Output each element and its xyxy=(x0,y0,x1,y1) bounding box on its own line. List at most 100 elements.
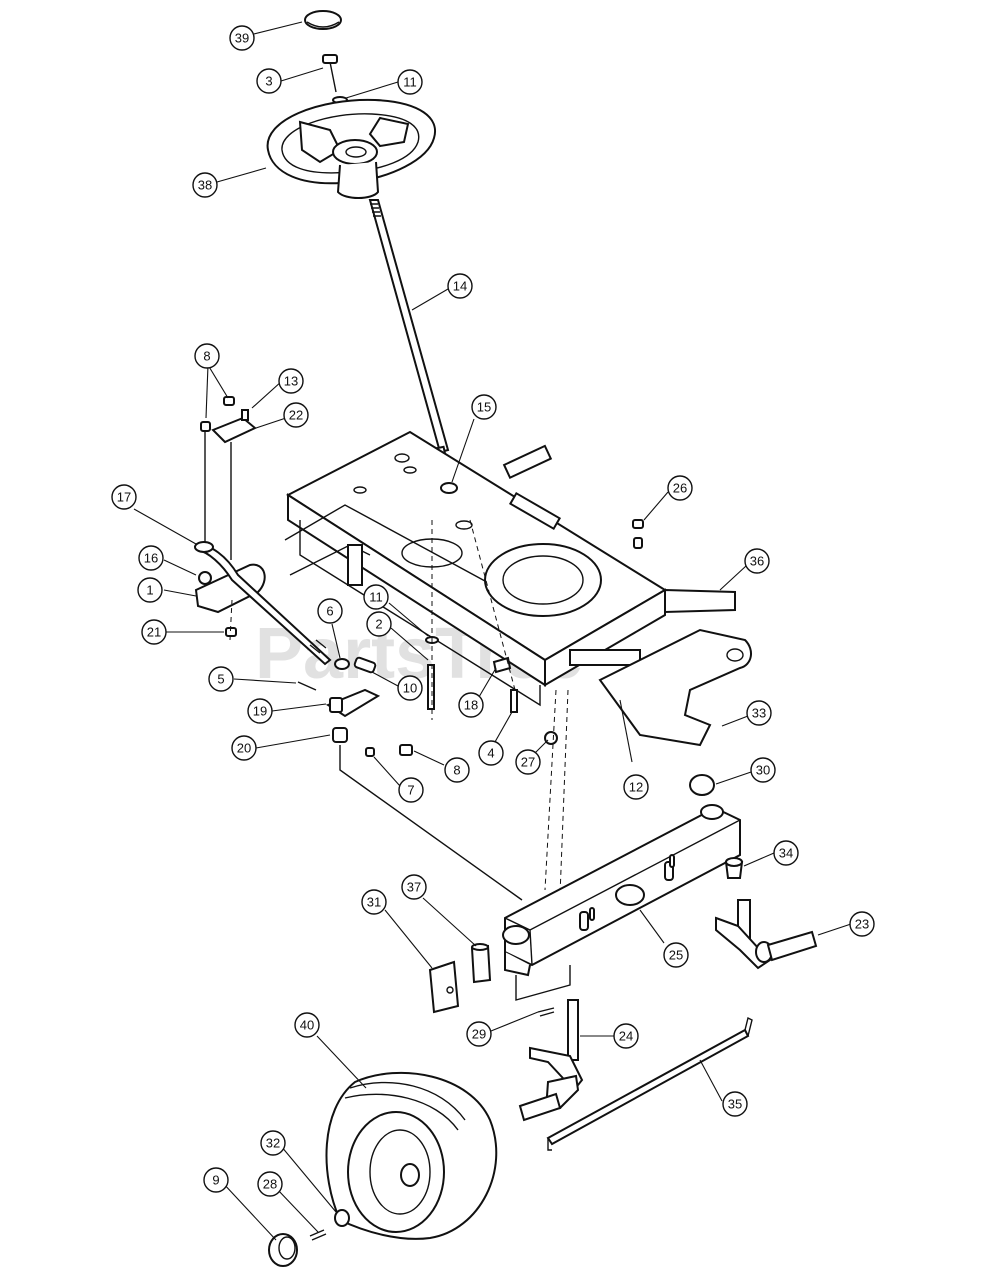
svg-text:36: 36 xyxy=(750,554,764,569)
svg-text:40: 40 xyxy=(300,1018,314,1033)
callout-40: 40 xyxy=(294,1012,320,1038)
callout-33: 33 xyxy=(746,700,772,726)
steering-arm-19 xyxy=(325,688,381,718)
hex-nut-8a xyxy=(223,396,235,406)
clip-28 xyxy=(309,1229,327,1241)
hub-cap-9 xyxy=(268,1233,298,1267)
svg-text:16: 16 xyxy=(144,551,158,566)
callout-25: 25 xyxy=(663,942,689,968)
svg-text:38: 38 xyxy=(198,178,212,193)
callout-32: 32 xyxy=(260,1130,286,1156)
callout-12: 12 xyxy=(623,774,649,800)
bushing-20 xyxy=(332,727,348,743)
svg-text:32: 32 xyxy=(266,1136,280,1151)
svg-text:37: 37 xyxy=(407,880,421,895)
cotter-pin-29 xyxy=(537,1007,555,1017)
callout-27: 27 xyxy=(515,749,541,775)
callout-23: 23 xyxy=(849,911,875,937)
callout-11: 11 xyxy=(397,69,423,95)
callout-4: 4 xyxy=(478,740,504,766)
svg-text:27: 27 xyxy=(521,755,535,770)
svg-text:18: 18 xyxy=(464,698,478,713)
callout-29: 29 xyxy=(466,1021,492,1047)
callout-3: 3 xyxy=(256,68,282,94)
callout-8: 8 xyxy=(194,343,220,369)
callout-13: 13 xyxy=(278,368,304,394)
callout-28: 28 xyxy=(257,1171,283,1197)
callout-26: 26 xyxy=(667,475,693,501)
nut-7 xyxy=(365,747,375,757)
washer-32 xyxy=(334,1209,350,1227)
svg-text:25: 25 xyxy=(669,948,683,963)
leader-lines xyxy=(133,21,852,1241)
svg-text:1: 1 xyxy=(146,583,153,598)
callout-1: 1 xyxy=(137,577,163,603)
front-axle xyxy=(502,804,741,977)
svg-text:10: 10 xyxy=(403,681,417,696)
callout-9: 9 xyxy=(203,1167,229,1193)
svg-text:3: 3 xyxy=(265,74,272,89)
svg-text:34: 34 xyxy=(779,846,793,861)
callout-38: 38 xyxy=(192,172,218,198)
svg-text:15: 15 xyxy=(477,400,491,415)
callout-22: 22 xyxy=(283,402,309,428)
callout-17: 17 xyxy=(111,484,137,510)
bolt-4 xyxy=(510,689,518,713)
callout-39: 39 xyxy=(229,25,255,51)
callout-7: 7 xyxy=(398,777,424,803)
svg-text:39: 39 xyxy=(235,31,249,46)
callout-20: 20 xyxy=(231,735,257,761)
callout-21: 21 xyxy=(141,619,167,645)
nut-15 xyxy=(440,482,458,494)
svg-text:7: 7 xyxy=(407,783,414,798)
steering-shaft xyxy=(368,199,450,473)
axle-cap-30 xyxy=(689,774,715,796)
svg-text:14: 14 xyxy=(453,279,467,294)
callout-10: 10 xyxy=(397,675,423,701)
svg-text:24: 24 xyxy=(619,1029,633,1044)
svg-text:31: 31 xyxy=(367,895,381,910)
svg-text:33: 33 xyxy=(752,706,766,721)
svg-text:22: 22 xyxy=(289,408,303,423)
bushing-31 xyxy=(428,960,460,1014)
callout-31: 31 xyxy=(361,889,387,915)
callout-11-lower: 11 xyxy=(363,584,389,610)
steering-plate xyxy=(211,416,257,444)
svg-text:17: 17 xyxy=(117,490,131,505)
svg-text:30: 30 xyxy=(756,763,770,778)
front-wheel-40 xyxy=(325,1071,498,1240)
svg-text:21: 21 xyxy=(147,625,161,640)
callout-30: 30 xyxy=(750,757,776,783)
svg-text:28: 28 xyxy=(263,1177,277,1192)
svg-text:19: 19 xyxy=(253,704,267,719)
callout-15: 15 xyxy=(471,394,497,420)
svg-text:6: 6 xyxy=(326,604,333,619)
callout-36: 36 xyxy=(744,548,770,574)
steering-gear-plate xyxy=(194,563,266,614)
nut-8-lower xyxy=(399,744,413,756)
svg-text:4: 4 xyxy=(487,746,494,761)
callout-34: 34 xyxy=(773,840,799,866)
svg-text:11: 11 xyxy=(369,590,383,605)
svg-text:29: 29 xyxy=(472,1027,486,1042)
callout-2: 2 xyxy=(366,611,392,637)
svg-text:2: 2 xyxy=(375,617,382,632)
svg-text:20: 20 xyxy=(237,741,251,756)
svg-text:11: 11 xyxy=(403,75,417,90)
bushing-34 xyxy=(724,857,744,879)
drag-link xyxy=(194,541,332,666)
bushing-37 xyxy=(470,943,492,984)
bolts-26 xyxy=(632,519,644,549)
svg-text:35: 35 xyxy=(728,1097,742,1112)
svg-text:12: 12 xyxy=(629,780,643,795)
steering-wheel xyxy=(266,98,437,199)
ball-joint-10 xyxy=(353,656,377,674)
tie-rod-35 xyxy=(546,1016,753,1151)
callout-8-lower: 8 xyxy=(444,757,470,783)
svg-text:23: 23 xyxy=(855,917,869,932)
steering-bolt xyxy=(322,54,338,93)
nut-27 xyxy=(544,731,558,745)
spindle-24 xyxy=(518,999,584,1122)
bolt-13 xyxy=(241,409,249,421)
